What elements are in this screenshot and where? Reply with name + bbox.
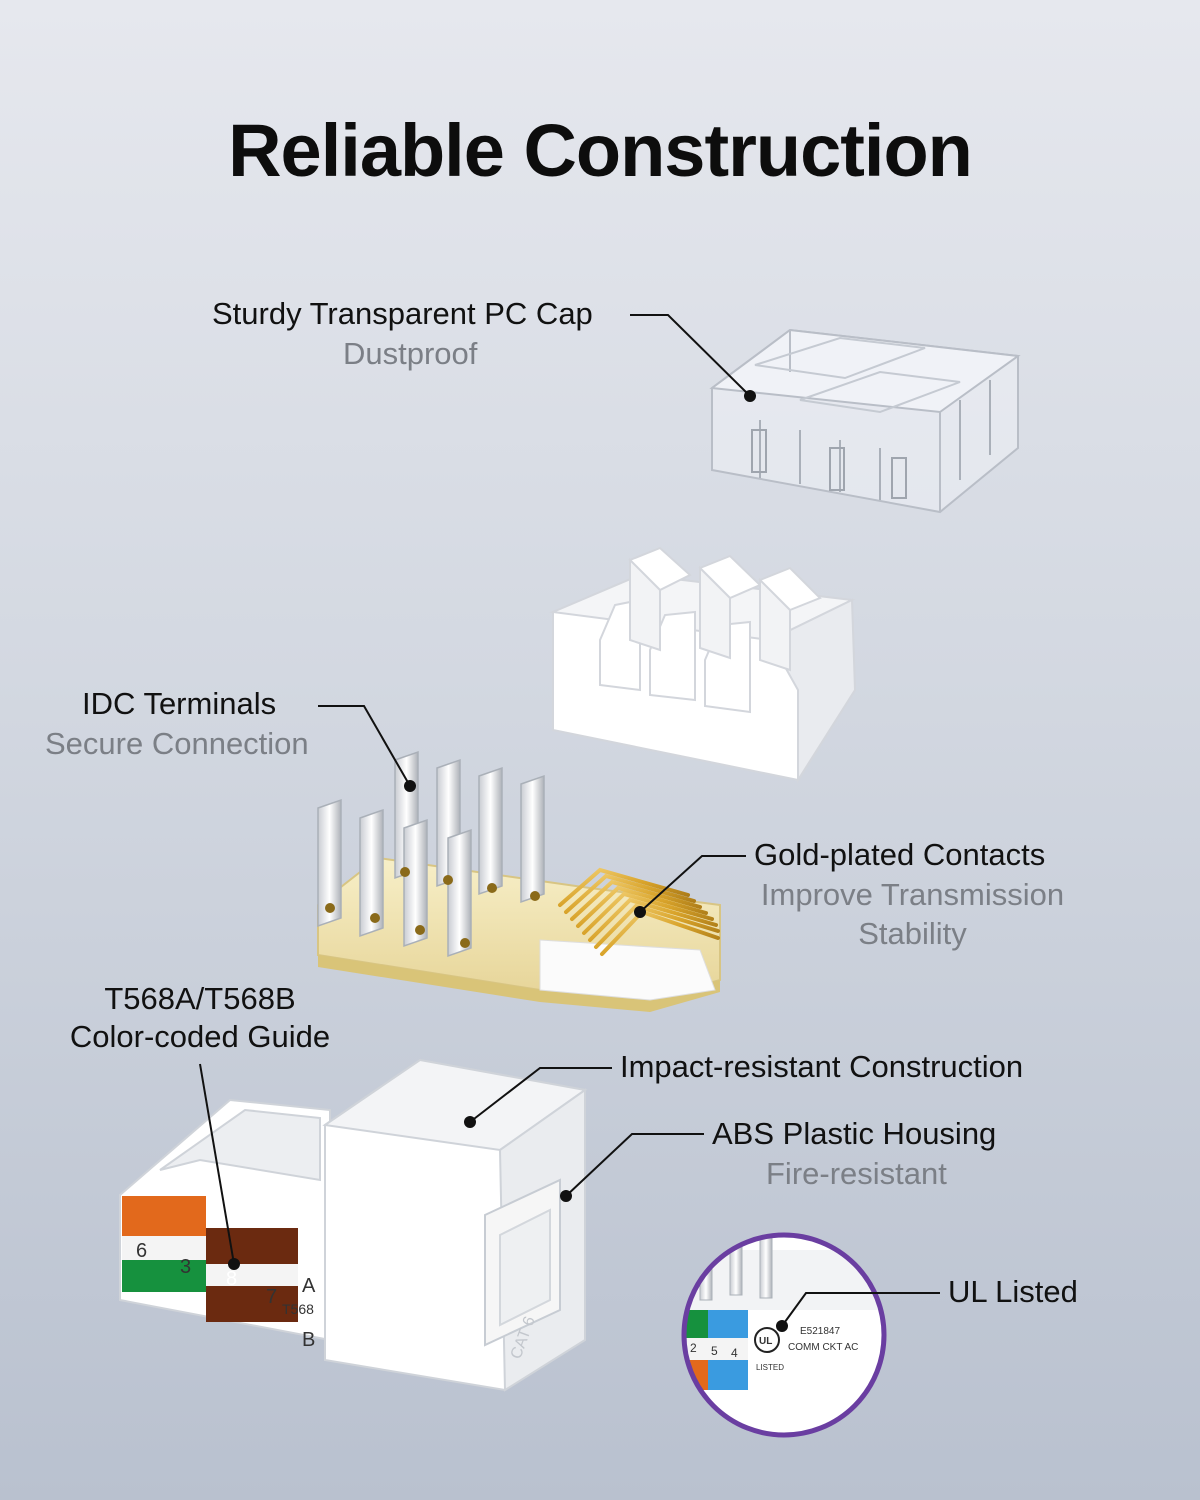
- pin-number-3: 3: [180, 1256, 191, 1278]
- pin-number-6: 6: [136, 1240, 147, 1262]
- row-label-b: B: [302, 1329, 315, 1351]
- idc-label: IDC Terminals: [82, 686, 277, 721]
- gold-sublabel-1: Improve Transmission: [760, 877, 1065, 912]
- ul-mark: UL: [759, 1336, 772, 1347]
- cert-text: COMM CKT AC: [788, 1342, 858, 1353]
- terminal-block: [549, 546, 857, 784]
- cap-label: Sturdy Transparent PC Cap: [212, 296, 593, 331]
- leader-dots: [228, 390, 788, 1332]
- abs-sublabel: Fire-resistant: [766, 1156, 947, 1191]
- inset-pin-5: 5: [711, 1344, 718, 1358]
- page-title: Reliable Construction: [228, 109, 973, 192]
- abs-label: ABS Plastic Housing: [712, 1116, 997, 1151]
- inset-pin-4: 4: [731, 1346, 738, 1360]
- pin-number-8: 8: [226, 1268, 237, 1290]
- gold-label: Gold-plated Contacts: [754, 837, 1046, 872]
- transparent-cap: [709, 328, 1021, 514]
- guide-label-1: T568A/T568B: [104, 981, 296, 1016]
- idc-board: [317, 750, 721, 1012]
- idc-sublabel: Secure Connection: [45, 726, 309, 761]
- standard-label: T568: [282, 1301, 314, 1317]
- idc-pins: [317, 750, 545, 958]
- leader-lines: [199, 314, 940, 1327]
- inset-pin-2: 2: [690, 1341, 697, 1355]
- ul-listed-text: LISTED: [756, 1363, 784, 1372]
- impact-label: Impact-resistant Construction: [620, 1049, 1024, 1084]
- guide-label-2: Color-coded Guide: [69, 1019, 331, 1054]
- gold-sublabel-2: Stability: [858, 916, 967, 951]
- cert-number: E521847: [800, 1326, 840, 1337]
- row-label-a: A: [302, 1275, 316, 1297]
- ul-inset: 2 5 4 UL LISTED E521847 COMM CKT AC: [681, 1232, 887, 1438]
- pin-number-7: 7: [266, 1286, 277, 1308]
- cap-sublabel: Dustproof: [343, 336, 478, 371]
- ul-label: UL Listed: [948, 1274, 1078, 1309]
